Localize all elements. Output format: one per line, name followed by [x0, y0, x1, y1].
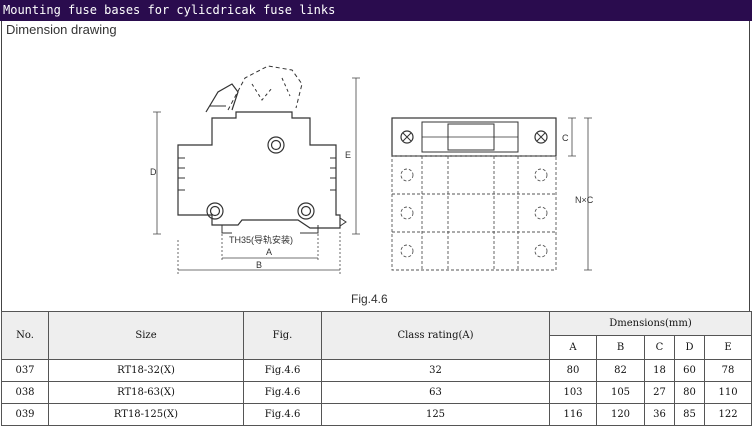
cell-fig: Fig.4.6: [243, 381, 322, 404]
figure-caption: Fig.4.6: [351, 292, 388, 306]
cell-dim-e: 122: [703, 403, 752, 426]
cell-no: 039: [1, 403, 49, 426]
cell-dim-b: 82: [596, 359, 645, 382]
table-header-row: No. Size Fig. Class rating(A) Dmensions(…: [1, 311, 752, 360]
table-row: 039 RT18-125(X) Fig.4.6 125 116 120 36 8…: [1, 403, 752, 426]
cell-dim-a: 116: [549, 403, 597, 426]
cell-no: 038: [1, 381, 49, 404]
section-label: Dimension drawing: [6, 22, 117, 37]
cell-dim-c: 36: [644, 403, 675, 426]
cell-fig: Fig.4.6: [243, 359, 322, 382]
header-dim-e: E: [703, 335, 752, 360]
cell-dim-e: 78: [703, 359, 752, 382]
cell-fig: Fig.4.6: [243, 403, 322, 426]
dim-b-label: B: [256, 260, 262, 270]
page-title: Mounting fuse bases for cylicdricak fuse…: [0, 0, 752, 21]
cell-dim-a: 80: [549, 359, 597, 382]
cell-size: RT18-125(X): [48, 403, 244, 426]
header-size: Size: [48, 311, 244, 360]
header-dim-d: D: [674, 335, 705, 360]
header-fig: Fig.: [243, 311, 322, 360]
header-no: No.: [1, 311, 49, 360]
side-view: [177, 65, 347, 234]
cell-dim-a: 103: [549, 381, 597, 404]
dim-e-label: E: [345, 150, 351, 160]
top-view-repeat-modules: [391, 155, 557, 271]
header-dim-a: A: [549, 335, 597, 360]
dim-d-label: D: [150, 167, 157, 177]
cell-rating: 125: [321, 403, 550, 426]
cell-dim-d: 85: [674, 403, 705, 426]
cell-size: RT18-32(X): [48, 359, 244, 382]
spec-table: No. Size Fig. Class rating(A) Dmensions(…: [1, 311, 752, 426]
cell-dim-d: 80: [674, 381, 705, 404]
cell-rating: 63: [321, 381, 550, 404]
header-dimensions: Dmensions(mm): [548, 311, 752, 336]
cell-dim-c: 18: [644, 359, 675, 382]
header-dim-c: C: [644, 335, 675, 360]
header-dim-b: B: [596, 335, 645, 360]
cell-rating: 32: [321, 359, 550, 382]
header-class-rating: Class rating(A): [321, 311, 550, 360]
table-row: 038 RT18-63(X) Fig.4.6 63 103 105 27 80 …: [1, 381, 752, 404]
cell-dim-c: 27: [644, 381, 675, 404]
dim-c-label: C: [562, 133, 569, 143]
dim-a-label: A: [266, 247, 272, 257]
cell-dim-e: 110: [703, 381, 752, 404]
drawing-frame: [1, 21, 750, 311]
rail-label: TH35(导轨安装): [229, 234, 293, 245]
dimension-drawing: TH35(导轨安装) A B D E C N×C: [150, 65, 594, 274]
top-view: [391, 117, 557, 157]
top-dimension-lines: [568, 117, 592, 271]
table-row: 037 RT18-32(X) Fig.4.6 32 80 82 18 60 78: [1, 359, 752, 382]
cell-dim-d: 60: [674, 359, 705, 382]
side-dimension-lines: [153, 77, 360, 274]
dim-nxc-label: N×C: [575, 195, 594, 205]
cell-dim-b: 120: [596, 403, 645, 426]
cell-size: RT18-63(X): [48, 381, 244, 404]
cell-dim-b: 105: [596, 381, 645, 404]
cell-no: 037: [1, 359, 49, 382]
